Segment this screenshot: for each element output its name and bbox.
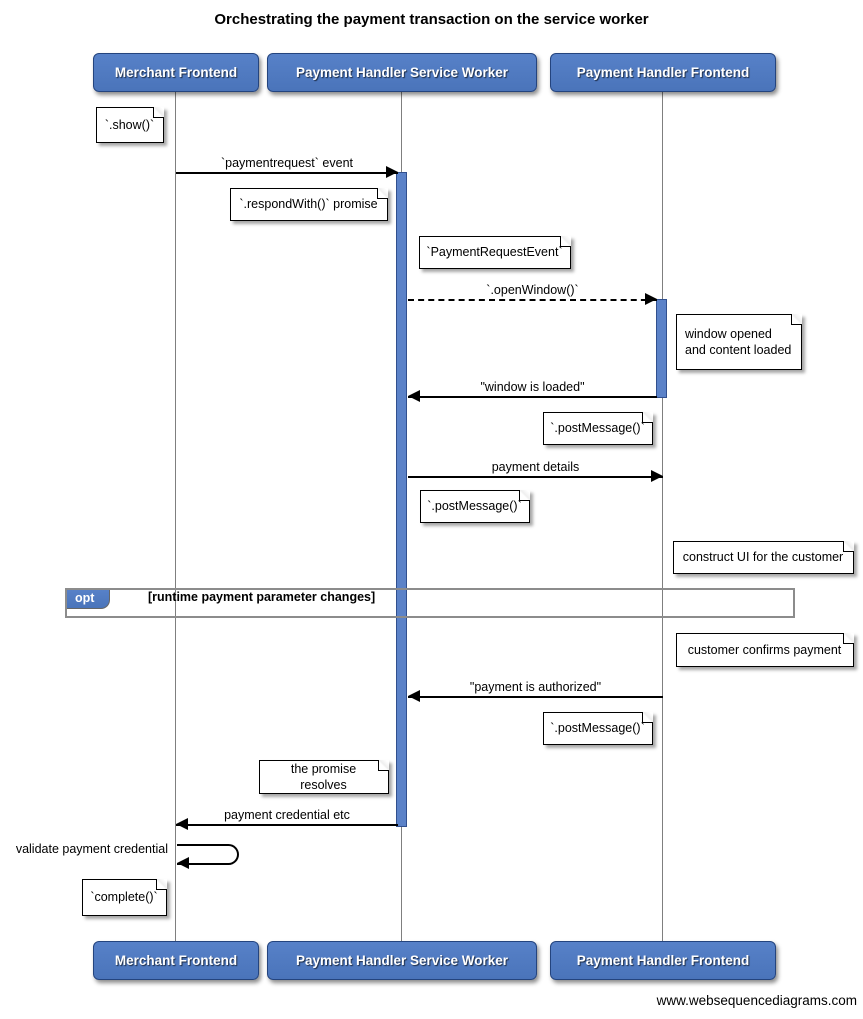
opt-operator-tab: opt [67, 590, 111, 609]
actor-merchant-frontend-bottom: Merchant Frontend [93, 941, 259, 980]
actor-service-worker-top: Payment Handler Service Worker [267, 53, 537, 92]
arrowhead-icon [408, 390, 420, 402]
opt-guard: [runtime payment parameter changes] [148, 590, 376, 604]
actor-service-worker-bottom: Payment Handler Service Worker [267, 941, 537, 980]
actor-label: Merchant Frontend [114, 953, 238, 968]
actor-payment-handler-frontend-bottom: Payment Handler Frontend [550, 941, 776, 980]
arrowhead-icon [177, 857, 189, 869]
arrowhead-icon [386, 166, 398, 178]
actor-label: Merchant Frontend [114, 65, 238, 80]
activation-payment-handler-frontend [656, 299, 667, 398]
actor-payment-handler-frontend-top: Payment Handler Frontend [550, 53, 776, 92]
message-label-payment-is-authorized: "payment is authorized" [469, 680, 602, 694]
note-construct-ui: construct UI for the customer [673, 541, 854, 574]
arrowhead-icon [645, 293, 657, 305]
note-postmessage-2: `.postMessage()` [420, 490, 530, 523]
note-postmessage-3: `.postMessage()` [543, 712, 653, 745]
message-line [408, 396, 657, 398]
note-paymentrequestevent: `PaymentRequestEvent` [419, 236, 571, 269]
arrowhead-icon [408, 690, 420, 702]
message-line [408, 696, 663, 698]
actor-label: Payment Handler Frontend [576, 65, 750, 80]
note-show: `.show()` [96, 107, 164, 143]
message-label-payment-credential-etc: payment credential etc [224, 808, 350, 822]
message-label-paymentrequest-event: `paymentrequest` event [220, 156, 353, 170]
watermark-url: www.websequencediagrams.com [656, 993, 857, 1008]
message-line [176, 824, 398, 826]
note-complete: `complete()` [82, 879, 167, 916]
lifeline-payment-handler-frontend [662, 92, 663, 941]
note-customer-confirms: customer confirms payment [676, 633, 854, 667]
message-line [176, 172, 398, 174]
self-loop [177, 844, 239, 865]
actor-merchant-frontend-top: Merchant Frontend [93, 53, 259, 92]
note-promise-resolves: the promise resolves [259, 760, 389, 794]
actor-label: Payment Handler Frontend [576, 953, 750, 968]
message-label-payment-details: payment details [491, 460, 580, 474]
note-respondwith-promise: `.respondWith()` promise [230, 188, 388, 221]
message-line [408, 476, 663, 478]
message-line [408, 299, 657, 301]
message-label-openwindow: `.openWindow()` [486, 283, 579, 297]
activation-service-worker [396, 172, 407, 827]
lifeline-merchant-frontend [175, 92, 176, 941]
message-label-validate-payment-credential: validate payment credential [15, 842, 168, 856]
note-postmessage-1: `.postMessage()` [543, 412, 653, 445]
actor-label: Payment Handler Service Worker [295, 953, 509, 968]
diagram-title: Orchestrating the payment transaction on… [214, 11, 649, 28]
arrowhead-icon [176, 818, 188, 830]
arrowhead-icon [651, 470, 663, 482]
opt-fragment [65, 588, 795, 618]
message-label-window-is-loaded: "window is loaded" [480, 380, 585, 394]
note-window-opened: window opened and content loaded [676, 314, 802, 370]
actor-label: Payment Handler Service Worker [295, 65, 509, 80]
